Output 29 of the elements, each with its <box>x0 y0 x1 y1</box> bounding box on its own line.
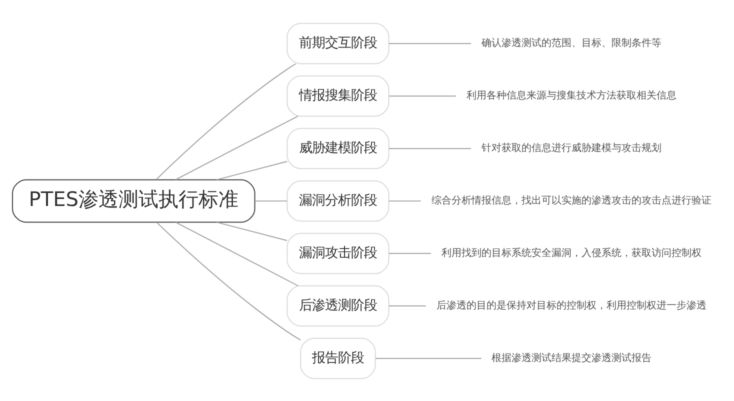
connector <box>388 200 421 202</box>
connector <box>175 221 298 286</box>
connector <box>175 115 298 180</box>
node-box: 后渗透测阶段 <box>286 284 390 326</box>
node-text: 针对获取的信息进行威胁建模与攻击规划 <box>481 142 662 154</box>
node-box: 报告阶段 <box>300 337 376 379</box>
node-box: 威胁建模阶段 <box>286 127 390 169</box>
node-box: 漏洞攻击阶段 <box>286 232 390 274</box>
node-text: 后渗透的目的是保持对目标的控制权，利用控制权进一步渗透 <box>436 300 706 311</box>
connector <box>388 252 431 254</box>
node-box: 漏洞分析阶段 <box>286 180 390 222</box>
connector <box>388 94 456 96</box>
connector <box>388 304 426 306</box>
connector <box>216 221 288 241</box>
connector <box>254 200 287 202</box>
connector <box>376 357 482 358</box>
connector <box>156 62 296 180</box>
node-text: 综合分析情报信息，找出可以实施的渗透攻击的攻击点进行验证 <box>431 194 712 206</box>
node-text: 利用各种信息来源与搜集技术方法获取相关信息 <box>466 90 676 101</box>
node-text: 根据渗透测试结果提交渗透测试报告 <box>491 352 652 364</box>
node-text: 利用找到的目标系统安全漏洞，入侵系统，获取访问控制权 <box>441 247 702 258</box>
node-box: 情报搜集阶段 <box>286 74 390 116</box>
connector <box>156 222 301 340</box>
node-text: 确认渗透测试的范围、目标、限制条件等 <box>481 38 662 49</box>
connector <box>388 42 471 44</box>
node-box: PTES渗透测试执行标准 <box>12 178 256 222</box>
connector <box>216 160 288 180</box>
connector <box>388 147 471 149</box>
node-box: 前期交互阶段 <box>286 22 390 64</box>
